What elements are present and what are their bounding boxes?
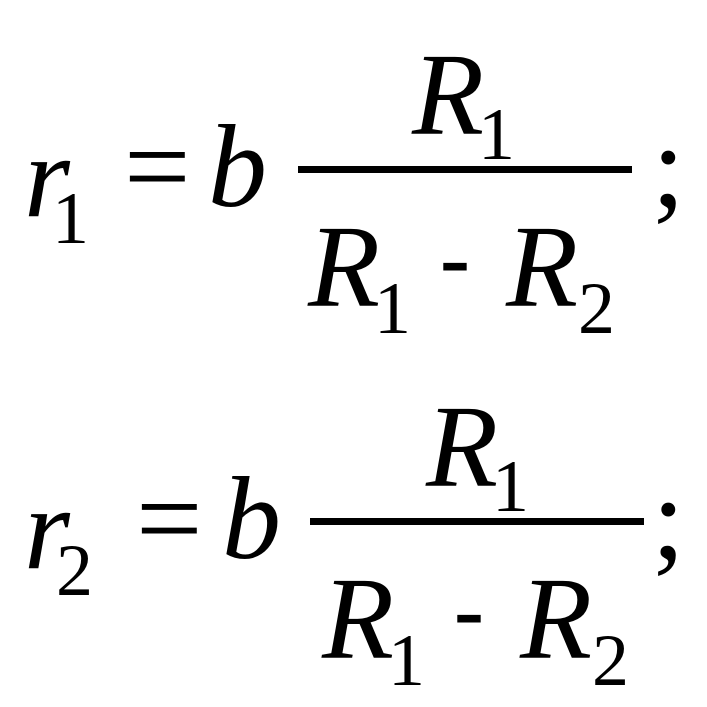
numerator-variable: R xyxy=(426,381,499,512)
lhs-variable: r xyxy=(24,111,70,242)
denominator-b-variable: R xyxy=(520,553,593,684)
denominator-a-subscript: 1 xyxy=(388,620,425,702)
denominator-b-subscript: 2 xyxy=(578,268,615,350)
equals-sign: = xyxy=(124,101,191,232)
fraction-bar xyxy=(298,166,632,173)
coefficient-b: b xyxy=(208,101,267,232)
semicolon: ; xyxy=(652,101,685,232)
denominator-b-subscript: 2 xyxy=(592,620,629,702)
denominator-a-subscript: 1 xyxy=(374,268,411,350)
minus-sign: - xyxy=(440,209,470,308)
denominator-b-variable: R xyxy=(506,201,579,332)
equation-r2: r 2 = b R 1 R 1 - R 2 ; xyxy=(0,352,707,699)
denominator-a-variable: R xyxy=(322,553,395,684)
equals-sign: = xyxy=(136,453,203,584)
numerator-subscript: 1 xyxy=(478,94,515,176)
denominator-a-variable: R xyxy=(308,201,381,332)
lhs-subscript: 1 xyxy=(52,178,89,260)
numerator-subscript: 1 xyxy=(492,446,529,528)
equation-r1: r 1 = b R 1 R 1 - R 2 ; xyxy=(0,0,707,347)
lhs-variable: r xyxy=(24,463,70,594)
lhs-subscript: 2 xyxy=(56,530,93,612)
coefficient-b: b xyxy=(222,453,281,584)
fraction-bar xyxy=(310,518,644,525)
minus-sign: - xyxy=(454,561,484,660)
numerator-variable: R xyxy=(412,29,485,160)
semicolon: ; xyxy=(652,453,685,584)
